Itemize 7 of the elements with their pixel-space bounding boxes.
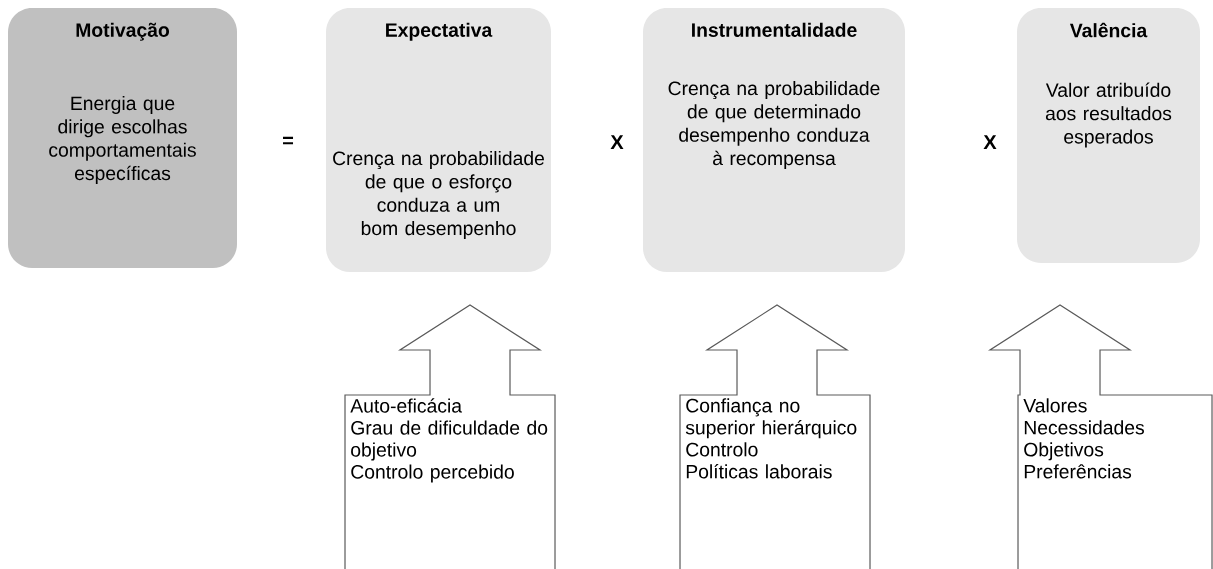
rounded-box: Expectativa Crença na probabilidade de que o esforço conduza a um bom desempenho [326,8,551,272]
rounded-box: Instrumentalidade Crença na probabilidade de que determinado desempenho conduza à recompensa [643,8,905,272]
operator-sign: X [983,135,997,149]
operator-sign: X [610,135,624,149]
rounded-box: Motivação Energia que dirige escolhas comportamentais específicas [8,8,237,268]
rounded-box: Valência Valor atribuído aos resultados esperados [1017,8,1200,263]
operator-sign: = [283,136,293,145]
